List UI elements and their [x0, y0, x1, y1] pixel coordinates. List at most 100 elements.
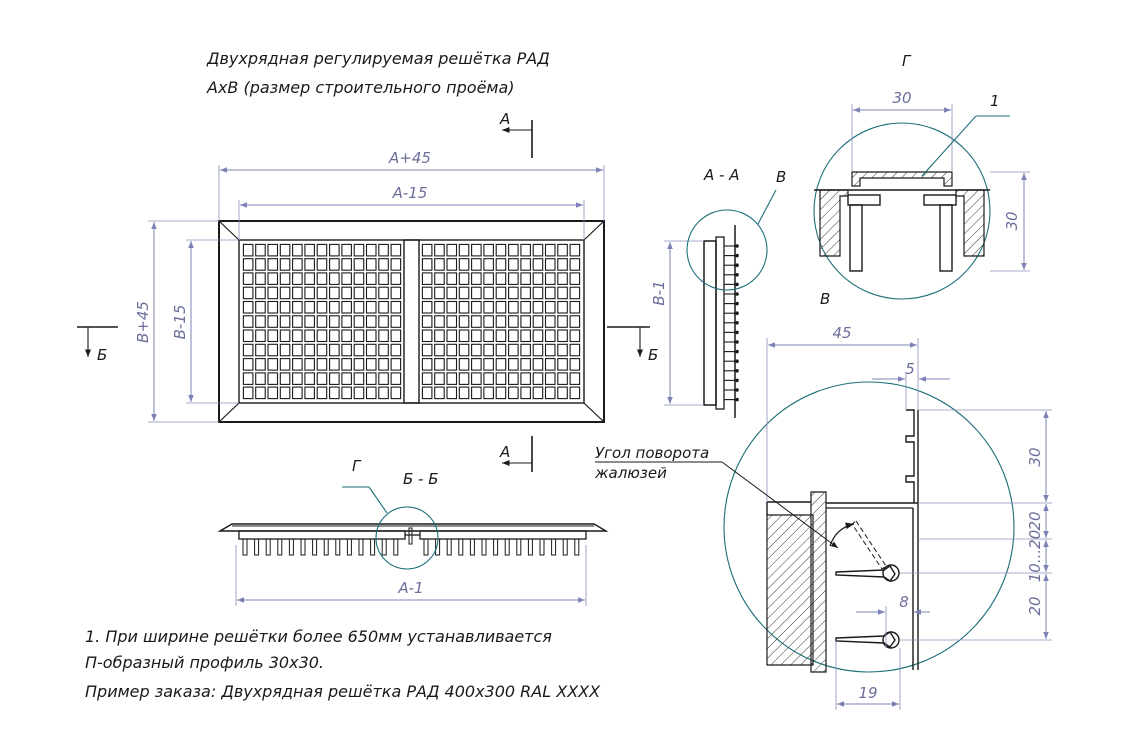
louver-cell	[495, 329, 507, 343]
detail-g: Г 30 30 1	[813, 52, 1030, 300]
louver-cell	[458, 343, 470, 357]
section-bb-blade	[381, 538, 387, 556]
louver-cell	[495, 358, 507, 371]
louver-cell	[544, 329, 556, 343]
louver-cell	[520, 272, 531, 285]
louver-cell	[341, 343, 352, 357]
louver-cell	[569, 258, 581, 271]
louver-cell	[532, 315, 544, 328]
grille-frame-inner	[238, 239, 585, 404]
louver-cell	[378, 372, 389, 385]
louver-cell	[544, 286, 556, 300]
louver-cell	[532, 358, 544, 371]
louver-cell	[557, 386, 568, 400]
louver-cell	[242, 272, 254, 285]
louver-cell	[483, 243, 494, 257]
section-aa-pivot	[735, 340, 739, 344]
louver-cell	[255, 343, 266, 357]
section-bb-blade	[516, 538, 522, 556]
louver-cell	[458, 243, 470, 257]
section-aa-pivot	[735, 397, 739, 402]
louver-cell	[434, 315, 445, 328]
louver-cell	[471, 243, 482, 257]
section-bb-blade	[323, 538, 329, 556]
section-aa-pivot	[735, 359, 739, 364]
louver-cell	[292, 243, 303, 257]
louver-cell	[255, 258, 266, 271]
u-profile-side	[905, 409, 915, 503]
louver-cell	[508, 358, 519, 371]
louver-cell	[508, 286, 519, 300]
order-example: Пример заказа: Двухрядная решётка РАД 40…	[85, 682, 601, 701]
louver-cell	[471, 372, 482, 385]
louver-cell	[316, 300, 328, 314]
louver-cell	[365, 343, 377, 357]
louver-cell	[557, 372, 568, 385]
dim-detail-v-30: 30	[1026, 447, 1044, 466]
louver-cell	[329, 358, 340, 371]
louver-cell	[390, 343, 402, 357]
louver-cell	[341, 286, 352, 300]
dim-detail-v-45: 45	[832, 324, 851, 342]
section-bb-blades	[242, 538, 580, 556]
louver-cell	[329, 386, 340, 400]
louver-cell	[255, 243, 266, 257]
louver-cell	[365, 300, 377, 314]
louver-cell	[446, 286, 458, 300]
dim-detail-v-8: 8	[899, 593, 909, 611]
louver-cell	[569, 343, 581, 357]
louver-cell	[434, 329, 445, 343]
louver-cell	[495, 372, 507, 385]
louver-cell	[292, 329, 303, 343]
louver-cell	[390, 258, 402, 271]
louver-cell	[434, 343, 445, 357]
section-bb-blade	[312, 538, 318, 556]
louver-cell	[569, 300, 581, 314]
louver-cell	[267, 372, 279, 385]
louver-cell	[292, 258, 303, 271]
louver-cell	[458, 358, 470, 371]
louver-cell	[557, 329, 568, 343]
detail-g-title: Г	[902, 52, 912, 70]
louver-cell	[508, 329, 519, 343]
louver-cell	[353, 272, 365, 285]
louver-cell	[532, 329, 544, 343]
section-bb-blade	[277, 538, 283, 556]
louver-cell	[390, 243, 402, 257]
louver-cell	[421, 358, 433, 371]
louver-cell	[532, 386, 544, 400]
louver-cell	[316, 386, 328, 400]
part-number-1: 1	[990, 92, 1000, 110]
louver-cell	[316, 315, 328, 328]
louver-cell	[365, 286, 377, 300]
section-bb-left-rail	[238, 530, 406, 540]
note-1-line-2: П-образный профиль 30х30.	[85, 653, 324, 672]
louver-cell	[532, 286, 544, 300]
section-bb-blade	[346, 538, 352, 556]
louver-cell	[471, 343, 482, 357]
louver-cell	[544, 258, 556, 271]
louver-cell	[292, 300, 303, 314]
louver-cell	[378, 258, 389, 271]
section-bb-blade	[370, 538, 376, 556]
louver-cell	[495, 258, 507, 271]
louver-cell	[365, 243, 377, 257]
louver-cell	[520, 372, 531, 385]
louver-cell	[316, 358, 328, 371]
louver-cell	[267, 300, 279, 314]
section-bb-blade	[393, 538, 399, 556]
detail-g-circle	[813, 122, 991, 300]
louver-cell	[434, 372, 445, 385]
louver-cell	[255, 386, 266, 400]
section-aa-pivot	[735, 263, 739, 268]
dim-outer-height: В+45	[134, 301, 152, 343]
louver-cell	[434, 386, 445, 400]
section-marker-a-top: А	[499, 110, 510, 128]
section-a-a: А - А В-1 В	[650, 166, 786, 418]
louver-cell	[532, 272, 544, 285]
louver-cell	[365, 372, 377, 385]
louver-cell	[569, 386, 581, 400]
louver-cell	[316, 286, 328, 300]
louver-cell	[304, 315, 315, 328]
louver-cell	[544, 372, 556, 385]
